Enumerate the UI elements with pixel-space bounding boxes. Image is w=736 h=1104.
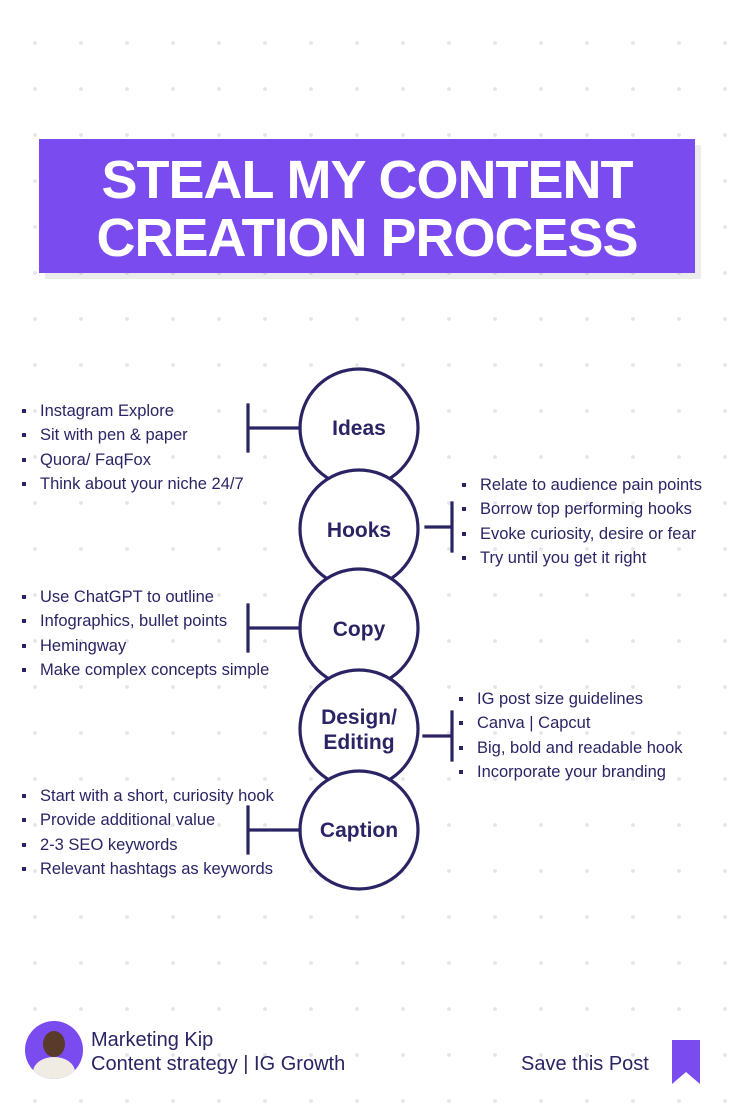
bullets-copy: Use ChatGPT to outline Infographics, bul… [20, 585, 269, 682]
list-item: Relate to audience pain points [460, 473, 702, 497]
list-item: Infographics, bullet points [20, 609, 269, 633]
bullets-design: IG post size guidelines Canva | Capcut B… [457, 687, 683, 784]
bracket-copy [246, 603, 302, 653]
list-item: Sit with pen & paper [20, 423, 244, 447]
list-item: Canva | Capcut [457, 711, 683, 735]
list-item: IG post size guidelines [457, 687, 683, 711]
list-item: Use ChatGPT to outline [20, 585, 269, 609]
author-tagline: Content strategy | IG Growth [91, 1053, 346, 1075]
stage-label-design-line1: Design/ [321, 706, 397, 729]
list-item: Evoke curiosity, desire or fear [460, 522, 702, 546]
title-line-2: CREATION PROCESS [96, 208, 638, 268]
title-line-1: STEAL MY CONTENT [101, 150, 633, 210]
stage-label-ideas: Ideas [332, 417, 386, 440]
bullets-hooks: Relate to audience pain points Borrow to… [460, 473, 702, 570]
list-item: Instagram Explore [20, 399, 244, 423]
bracket-hooks [424, 501, 454, 553]
list-item: Provide additional value [20, 808, 274, 832]
stage-label-caption: Caption [319, 819, 399, 842]
bracket-ideas [246, 403, 302, 453]
stage-label-hooks: Hooks [326, 519, 392, 542]
stage-label-copy: Copy [332, 618, 386, 641]
bullets-caption: Start with a short, curiosity hook Provi… [20, 784, 274, 881]
bookmark-icon[interactable] [672, 1040, 700, 1084]
author-name: Marketing Kip [91, 1029, 214, 1051]
list-item: Quora/ FaqFox [20, 448, 244, 472]
list-item: 2-3 SEO keywords [20, 833, 274, 857]
list-item: Make complex concepts simple [20, 658, 269, 682]
title-banner: STEAL MY CONTENT CREATION PROCESS [39, 139, 695, 273]
avatar [25, 1021, 83, 1079]
list-item: Borrow top performing hooks [460, 497, 702, 521]
list-item: Try until you get it right [460, 546, 702, 570]
bullets-ideas: Instagram Explore Sit with pen & paper Q… [20, 399, 244, 496]
bracket-design [422, 710, 454, 762]
bracket-caption [246, 805, 302, 855]
save-post-text: Save this Post [521, 1053, 649, 1075]
stage-label-design-editing: Design/ Editing [289, 705, 429, 755]
list-item: Big, bold and readable hook [457, 736, 683, 760]
avatar-face [43, 1031, 65, 1057]
list-item: Think about your niche 24/7 [20, 472, 244, 496]
list-item: Relevant hashtags as keywords [20, 857, 274, 881]
list-item: Start with a short, curiosity hook [20, 784, 274, 808]
stage-label-design-line2: Editing [323, 731, 395, 755]
list-item: Incorporate your branding [457, 760, 683, 784]
list-item: Hemingway [20, 634, 269, 658]
avatar-shirt [33, 1057, 75, 1079]
